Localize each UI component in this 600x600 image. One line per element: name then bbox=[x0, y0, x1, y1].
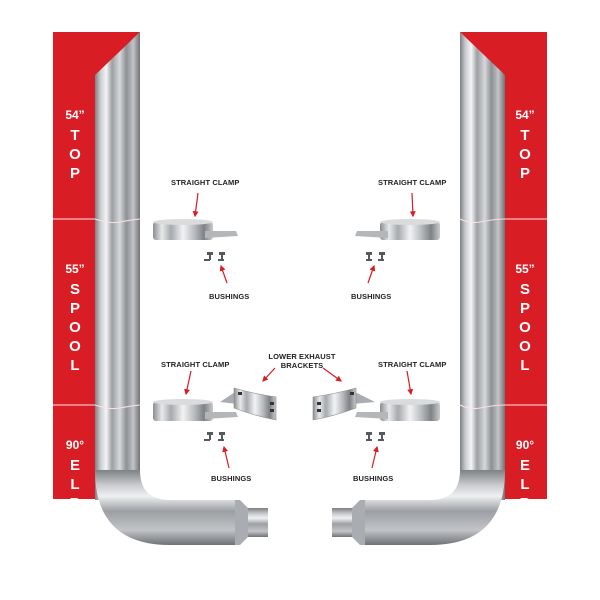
lower-right-clamp-label: STRAIGHT CLAMP bbox=[378, 360, 447, 369]
upper-left-straight-clamp bbox=[153, 219, 238, 240]
lower-left-bushings-label: BUSHINGS bbox=[211, 474, 252, 483]
lower-right-exhaust-bracket bbox=[312, 387, 375, 421]
lower-left-bushings bbox=[204, 432, 225, 441]
upper-right-bushings-label: BUSHINGS bbox=[351, 292, 392, 301]
upper-left-clamp-label: STRAIGHT CLAMP bbox=[171, 178, 240, 187]
lower-right-bushings-label: BUSHINGS bbox=[353, 474, 394, 483]
right-elbow-label: 90° E L B O W bbox=[515, 438, 535, 550]
right-top-pipe bbox=[460, 32, 505, 500]
lower-right-straight-clamp bbox=[355, 399, 440, 421]
upper-right-straight-clamp bbox=[355, 219, 440, 240]
right-spool-label: 55” S P O O L bbox=[515, 262, 535, 374]
left-top-pipe bbox=[95, 32, 140, 500]
left-top-size: 54” bbox=[65, 108, 85, 122]
left-elbow-label: 90° E L B O W bbox=[65, 438, 85, 550]
lower-left-exhaust-bracket bbox=[220, 387, 277, 421]
left-red-band bbox=[53, 32, 98, 499]
lower-left-straight-clamp bbox=[153, 399, 238, 421]
left-spool-label: 55” S P O O L bbox=[65, 262, 85, 374]
lower-left-clamp-label: STRAIGHT CLAMP bbox=[161, 360, 230, 369]
right-red-band bbox=[502, 32, 547, 499]
right-top-label: 54” T O P bbox=[515, 108, 535, 182]
right-elbow-pipe bbox=[365, 470, 505, 545]
upper-right-clamp-label: STRAIGHT CLAMP bbox=[378, 178, 447, 187]
upper-left-bushings bbox=[204, 252, 225, 261]
left-top-label: 54” T O P bbox=[55, 108, 95, 183]
left-elbow-pipe bbox=[95, 470, 235, 545]
lower-exhaust-brackets-label: LOWER EXHAUST BRACKETS bbox=[268, 352, 336, 370]
upper-right-bushings bbox=[366, 252, 385, 261]
upper-left-bushings-label: BUSHINGS bbox=[209, 292, 250, 301]
lower-right-bushings bbox=[366, 432, 385, 441]
